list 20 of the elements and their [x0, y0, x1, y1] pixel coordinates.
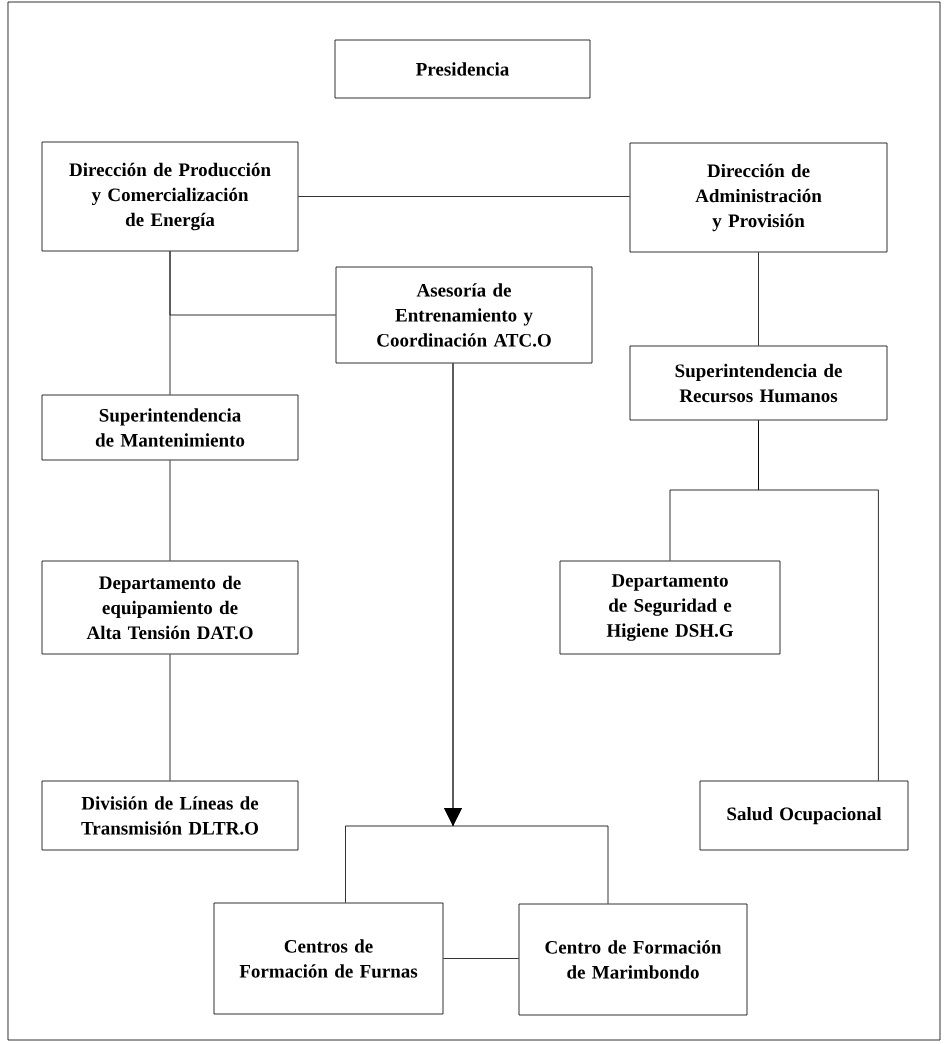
org-box: Asesoría de Entrenamiento y Coordinación ATC.O — [335, 266, 593, 364]
connector — [444, 363, 609, 904]
org-box: Departamento de Seguridad e Higiene DSH.G — [559, 560, 781, 655]
connector — [169, 654, 171, 781]
org-box: Dirección de Producción y Comercialización de Energía — [41, 141, 299, 252]
org-box: Centros de Formación de Furnas — [213, 902, 444, 1015]
org-box: Presidencia — [334, 39, 591, 99]
org-box: Salud Ocupacional — [699, 780, 909, 851]
org-box: Departamento de equipamiento de Alta Tensión DAT.O — [41, 560, 299, 655]
connector — [298, 196, 630, 197]
org-box: Superintendencia de Recursos Humanos — [629, 345, 888, 421]
connector — [758, 420, 879, 781]
org-box: Dirección de Administración y Provisión — [629, 142, 888, 253]
org-box: Centro de Formación de Marimbondo — [518, 903, 748, 1016]
connector — [443, 958, 519, 959]
org-box: Superintendencia de Mantenimiento — [41, 394, 299, 461]
connector — [169, 251, 336, 316]
connector — [758, 252, 759, 346]
org-box: División de Líneas de Transmisión DLTR.O — [41, 780, 299, 851]
connector — [169, 460, 171, 561]
